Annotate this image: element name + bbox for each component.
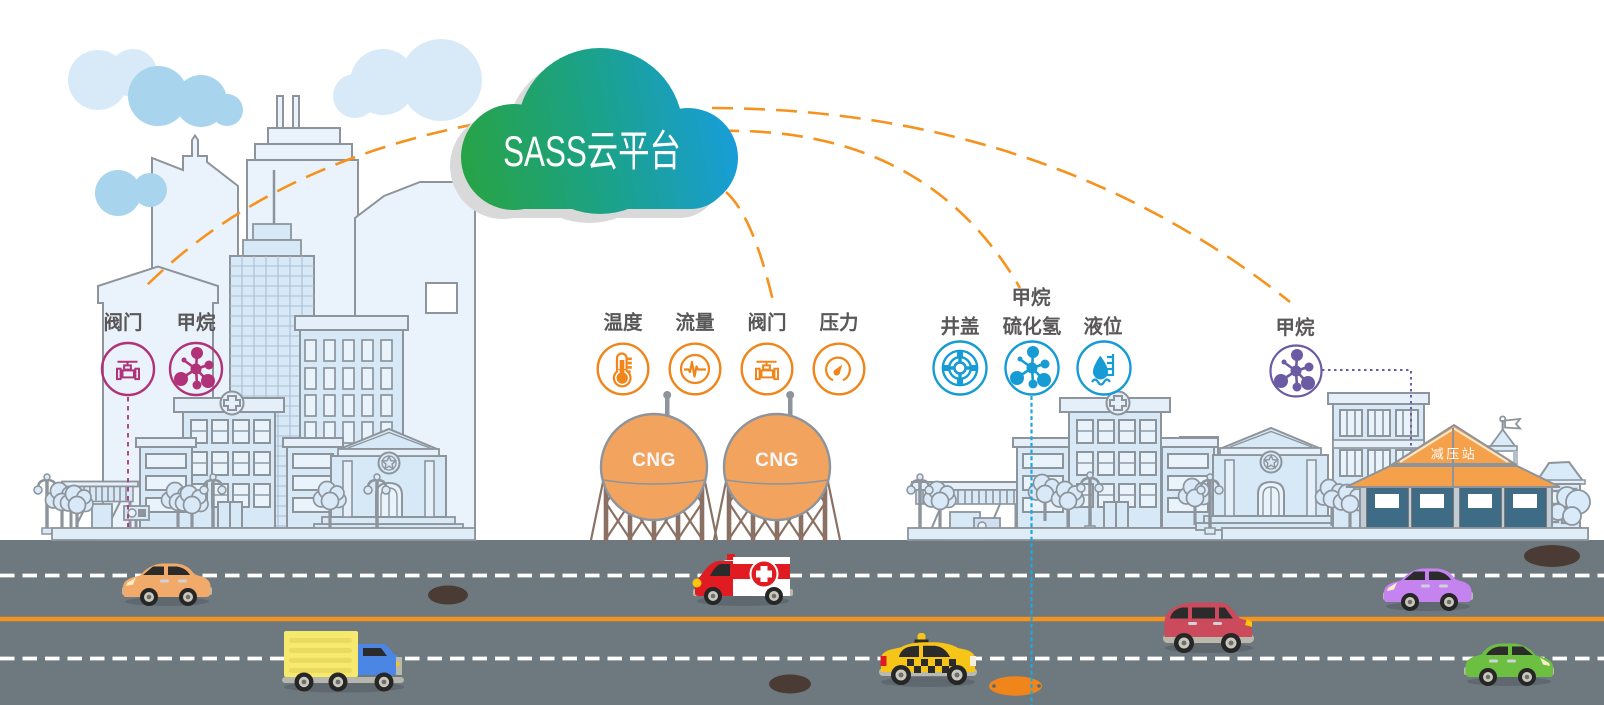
svg-text:压力: 压力 — [819, 311, 858, 334]
svg-text:流量: 流量 — [675, 311, 714, 334]
svg-text:减压站: 减压站 — [1431, 447, 1478, 462]
svg-text:甲烷: 甲烷 — [1275, 316, 1315, 339]
svg-text:液位: 液位 — [1083, 315, 1122, 338]
svg-text:阀门: 阀门 — [747, 311, 786, 334]
svg-text:井盖: 井盖 — [940, 315, 980, 338]
svg-text:温度: 温度 — [603, 311, 643, 334]
svg-text:甲烷: 甲烷 — [1011, 286, 1051, 309]
svg-text:甲烷: 甲烷 — [176, 311, 216, 334]
svg-text:阀门: 阀门 — [103, 311, 142, 334]
svg-text:硫化氢: 硫化氢 — [1003, 315, 1062, 338]
svg-text:SASS云平台: SASS云平台 — [503, 127, 681, 175]
